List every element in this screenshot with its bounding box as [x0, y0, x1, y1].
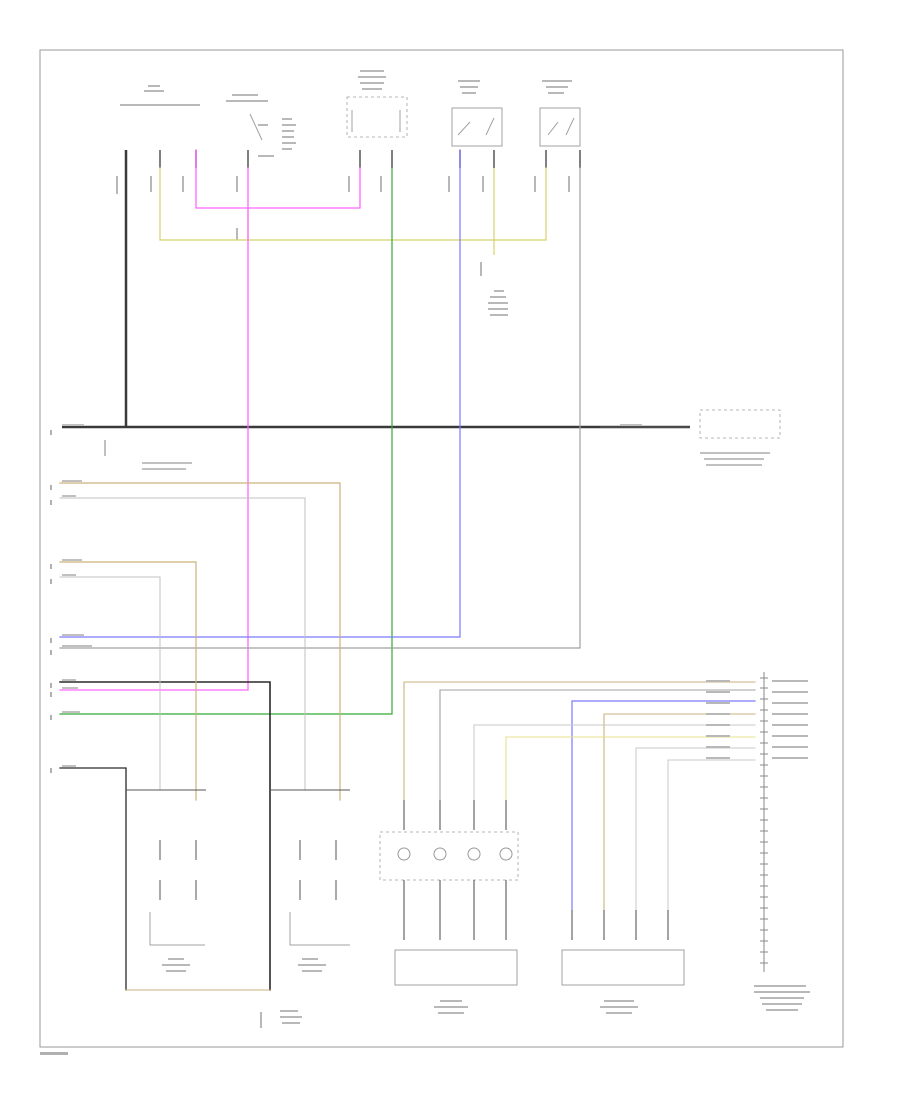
right-connector-labels — [706, 680, 810, 1011]
center-module-lamps — [397, 847, 513, 861]
left-sensor-1-box — [149, 912, 205, 946]
wire-pink-drop — [59, 167, 249, 691]
wire-grey-right — [59, 167, 581, 649]
wire-blue-module-3 — [571, 700, 756, 911]
left-wire-labels — [62, 424, 770, 767]
switch-box-right — [539, 107, 581, 147]
left-sensor-wiring — [126, 789, 350, 900]
wire-tan-1 — [59, 482, 341, 801]
wire-grey-module-2 — [439, 689, 756, 801]
wire-grey-2 — [59, 497, 306, 791]
right-module-labels — [600, 1000, 638, 1014]
top-dashed-component-box — [346, 96, 408, 138]
top-pin-labels — [116, 176, 570, 276]
wire-yellow-module-6 — [505, 736, 756, 801]
right-module-pins — [571, 910, 669, 940]
center-module-pins — [403, 800, 507, 940]
wire-grey-module-8 — [667, 759, 756, 911]
wire-tan-3 — [59, 561, 197, 801]
diagram-frame — [39, 49, 844, 1048]
wire-tan-module-1 — [403, 681, 756, 801]
wire-grey-4 — [59, 576, 161, 791]
wire-grey-module-5 — [473, 724, 756, 801]
top-component-labels — [120, 70, 572, 316]
wire-pink — [195, 149, 361, 209]
wire-grey-module-7 — [635, 747, 756, 911]
top-connector-pins — [159, 150, 581, 168]
switch-box-center — [451, 107, 503, 147]
center-module-dashed — [379, 831, 519, 881]
center-module-box — [394, 949, 518, 986]
right-module-box — [561, 949, 685, 986]
diagram-id — [40, 1052, 68, 1055]
left-sensor-2-box — [289, 912, 350, 946]
left-sensor-labels — [162, 958, 326, 1028]
wire-tan-module-4 — [603, 713, 756, 911]
wire-green — [59, 167, 393, 715]
center-module-labels — [434, 1000, 468, 1014]
wire-black-lower — [59, 681, 271, 991]
left-edge-markers — [50, 430, 52, 773]
wire-black-short — [59, 767, 127, 991]
wire-yellow-top — [159, 167, 547, 241]
right-ground-component — [699, 409, 781, 439]
wire-blue — [59, 149, 461, 638]
top-switch-symbols — [249, 110, 575, 141]
right-multi-connector — [760, 672, 768, 972]
